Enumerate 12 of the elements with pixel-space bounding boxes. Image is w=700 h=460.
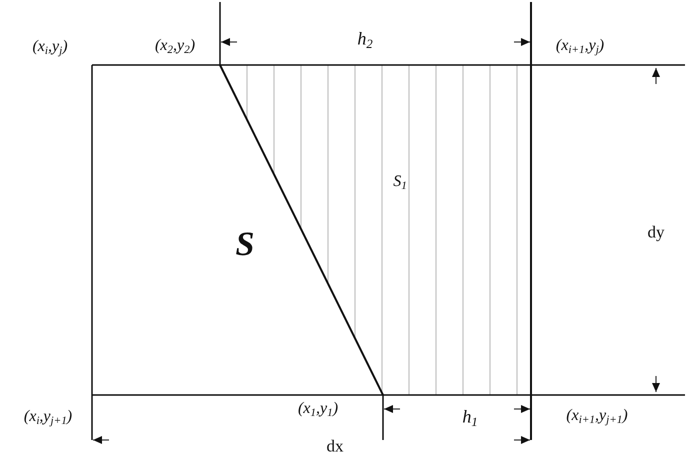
coordinate-label: (x$_{2}$,y$_{2}$) — [154, 38, 196, 56]
dimension-label: h$_{1}$ — [462, 408, 478, 428]
coordinate-label: (x$_{i}$,y$_{j+1}$) — [24, 409, 72, 427]
coordinate-label: (x$_{1}$,y$_{1}$) — [298, 401, 338, 419]
area-label: S — [236, 228, 254, 262]
coordinate-label: (x$_{i+1}$,y$_{j}$) — [556, 38, 604, 56]
coordinate-label: (x$_{i+1}$,y$_{j+1}$) — [566, 408, 628, 426]
coordinate-label: (x$_{i}$,y$_{j}$) — [32, 39, 68, 57]
dimension-label: dx — [326, 438, 344, 454]
dimension-label: dy — [648, 224, 664, 240]
area-label: S$_{1}$ — [393, 174, 407, 192]
dimension-label: h$_{2}$ — [357, 30, 373, 50]
